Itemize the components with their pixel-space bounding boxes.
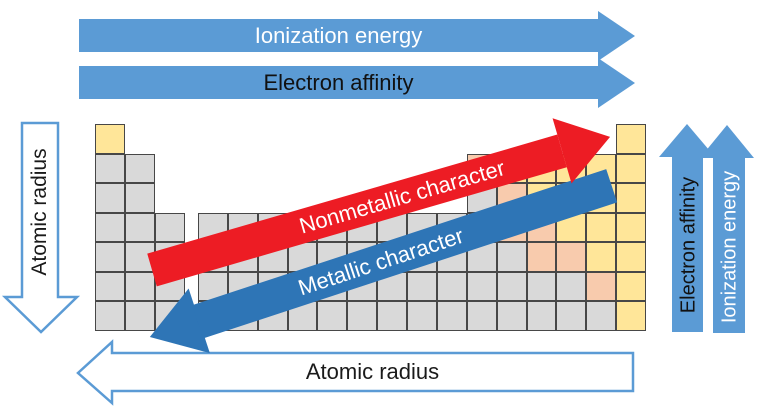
element-cell [586,213,616,242]
element-cell [347,301,377,331]
element-cell [317,301,347,331]
element-cell [467,272,497,301]
up-arrow-head-icon [659,124,715,157]
element-cell [556,242,586,272]
element-cell [616,213,646,242]
atomic-radius-down-arrow [1,121,81,334]
element-cell [556,301,586,331]
element-cell [437,301,467,331]
element-cell [616,301,646,331]
ionization-energy-right-arrow [713,157,745,333]
element-cell [497,272,527,301]
element-cell [95,301,125,331]
element-cell [527,272,556,301]
element-cell [616,272,646,301]
element-cell [527,242,556,272]
element-cell [437,272,467,301]
element-cell [586,242,616,272]
element-cell [407,301,437,331]
element-cell [377,301,407,331]
right-arrow-head-icon [598,11,635,61]
atomic-radius-bottom-label: Atomic radius [305,359,440,384]
element-cell [407,272,437,301]
atomic-radius-left-label: Atomic radius [28,148,51,276]
element-cell [125,154,155,183]
element-cell [616,242,646,272]
element-cell [95,242,125,272]
element-cell [556,272,586,301]
element-cell [95,213,125,242]
element-cell [527,301,556,331]
element-cell [125,272,155,301]
electron-affinity-right-arrow [672,156,703,332]
ionization-energy-right-label: Ionization energy [718,170,741,324]
element-cell [125,301,155,331]
element-cell [616,124,646,154]
electron-affinity-top-label: Electron affinity [263,69,414,95]
ionization-energy-top-arrow: Ionization energy [79,19,598,52]
element-cell [125,213,155,242]
element-cell [586,272,616,301]
atomic-radius-left-arrow [76,339,635,406]
ionization-energy-top-label: Ionization energy [254,22,423,48]
element-cell [155,301,185,331]
element-cell [95,154,125,183]
element-cell [497,301,527,331]
element-cell [497,242,527,272]
element-cell [616,183,646,213]
element-cell [95,272,125,301]
element-cell [95,124,125,154]
right-arrow-head-icon [598,58,635,108]
electron-affinity-top-arrow: Electron affinity [79,66,598,99]
element-cell [155,213,185,242]
element-cell [467,301,497,331]
electron-affinity-right-label: Electron affinity [677,176,700,314]
element-cell [586,301,616,331]
element-cell [616,154,646,183]
element-cell [125,183,155,213]
element-cell [95,183,125,213]
